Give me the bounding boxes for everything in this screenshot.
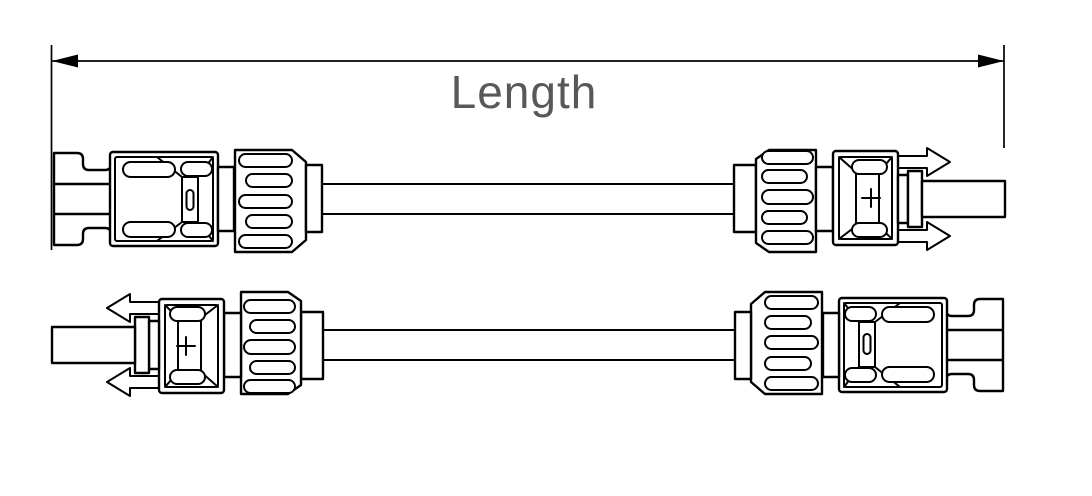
cable-assembly-top xyxy=(52,146,1007,254)
length-label: Length xyxy=(451,66,598,118)
cable-assembly-bottom xyxy=(50,290,1005,398)
dimension-arrowhead-left xyxy=(52,54,78,68)
dimension-arrowhead-right xyxy=(978,54,1004,68)
dimension-indicator: Length xyxy=(50,45,1005,250)
